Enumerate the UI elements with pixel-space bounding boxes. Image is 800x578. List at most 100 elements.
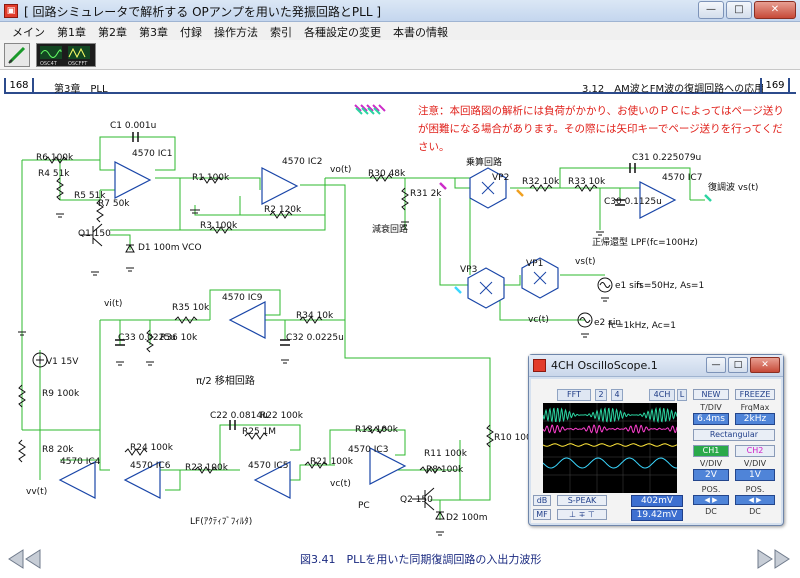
label-vco: VCO — [182, 243, 202, 253]
channel-select-2[interactable]: 2 — [595, 389, 607, 401]
label-d2: D2 100m — [446, 513, 487, 523]
window-title: [ 回路シミュレータで解析する OPアンプを用いた発振回路とPLL ] — [24, 5, 382, 19]
menu-howto[interactable]: 操作方法 — [214, 26, 258, 39]
menu-chapter3[interactable]: 第3章 — [139, 26, 168, 39]
oscilloscope-title-bar[interactable]: 4CH OscilloScope.1 — □ ✕ — [529, 355, 783, 377]
menu-main[interactable]: メイン — [12, 26, 45, 39]
next-page-button[interactable] — [754, 548, 792, 570]
label-ic2: 4570 IC2 — [282, 157, 322, 167]
label-ic3: 4570 IC3 — [348, 445, 388, 455]
frqmax-value[interactable]: 2kHz — [735, 413, 775, 425]
title-bar: ▣ [ 回路シミュレータで解析する OPアンプを用いた発振回路とPLL ] — … — [0, 0, 800, 22]
label-vs: vs(t) — [575, 257, 596, 267]
freeze-button[interactable]: FREEZE — [735, 389, 775, 400]
menu-chapter2[interactable]: 第2章 — [98, 26, 127, 39]
label-ic4: 4570 IC4 — [60, 457, 101, 467]
label-r34: R34 10k — [296, 311, 334, 321]
label-r8b: R8 100k — [426, 465, 464, 475]
label-vc-lower: vc(t) — [330, 479, 351, 489]
minimize-button[interactable]: — — [698, 1, 724, 19]
component-labels: C1 0.001u R6 100k R4 51k R5 51k R7 50k 4… — [26, 121, 758, 527]
label-ic5: 4570 IC5 — [248, 461, 288, 471]
label-e1: e1 sin — [615, 281, 642, 291]
oscilloscope-title: 4CH OscilloScope.1 — [551, 359, 658, 372]
oscilloscope-tool-button[interactable]: OSC4T OSCFFT — [36, 43, 96, 67]
ch1-button[interactable]: CH1 — [693, 445, 729, 457]
fft-tab[interactable]: FFT — [557, 389, 591, 401]
vdiv2-value[interactable]: 1V — [735, 469, 775, 481]
osc-maximize-button[interactable]: □ — [728, 357, 748, 373]
label-r31: R31 2k — [410, 189, 442, 199]
dc1-label[interactable]: DC — [705, 507, 717, 516]
waveform-display — [542, 403, 678, 493]
label-r35: R35 10k — [172, 303, 210, 313]
oscilloscope-window: 4CH OscilloScope.1 — □ ✕ FFT 2 4 4CH L — [528, 354, 784, 526]
maximize-button[interactable]: □ — [726, 1, 752, 19]
close-button[interactable]: ✕ — [754, 1, 796, 19]
dc2-label[interactable]: DC — [749, 507, 761, 516]
menu-about[interactable]: 本書の情報 — [393, 26, 448, 39]
probe-tool-button[interactable] — [4, 43, 30, 67]
pos2-stepper[interactable]: ◀ ▶ — [735, 495, 775, 505]
label-pc: PC — [358, 501, 370, 511]
menu-settings[interactable]: 各種設定の変更 — [304, 26, 381, 39]
label-r3: R3 100k — [200, 221, 238, 231]
menu-bar: メイン 第1章 第2章 第3章 付録 操作方法 索引 各種設定の変更 本書の情報 — [0, 22, 800, 40]
label-vv: vv(t) — [26, 487, 47, 497]
prev-page-button[interactable] — [6, 548, 44, 570]
tdiv-value[interactable]: 6.4ms — [693, 413, 729, 425]
label-r22: R22 100k — [260, 411, 304, 421]
channel-select-4[interactable]: 4 — [611, 389, 623, 401]
opamp-ic5 — [253, 461, 291, 499]
label-r36: R36 10k — [160, 333, 198, 343]
pos1-stepper[interactable]: ◀ ▶ — [693, 495, 729, 505]
app-icon: ▣ — [4, 4, 18, 18]
label-r13: R13 100k — [355, 425, 399, 435]
multipliers — [467, 167, 559, 309]
label-r6: R6 100k — [36, 153, 74, 163]
menu-chapter1[interactable]: 第1章 — [57, 26, 86, 39]
new-button[interactable]: NEW — [693, 389, 729, 400]
vdiv1-value[interactable]: 2V — [693, 469, 729, 481]
label-vi: vi(t) — [104, 299, 122, 309]
waveform-ch3 — [542, 443, 678, 447]
label-r10: R10 100k — [494, 433, 538, 443]
vdiv1-label: V/DIV — [699, 459, 723, 468]
figure-caption: 図3.41 PLLを用いた同期復調回路の入出力波形 — [300, 553, 542, 566]
label-vc: vc(t) — [528, 315, 549, 325]
resistors — [18, 156, 598, 474]
frqmax-label: FrqMax — [740, 403, 770, 412]
mode-4ch-tab[interactable]: 4CH — [649, 389, 675, 401]
opamp-ic2 — [261, 167, 299, 205]
readout-1: 402mV — [631, 495, 683, 507]
menu-appendix[interactable]: 付録 — [180, 26, 202, 39]
label-c1: C1 0.001u — [110, 121, 156, 131]
osc-close-button[interactable]: ✕ — [750, 357, 780, 373]
db-button[interactable]: dB — [533, 495, 551, 506]
mf-button[interactable]: MF — [533, 509, 551, 520]
svg-text:OSC4T: OSC4T — [40, 61, 58, 66]
label-r25: R25 1M — [242, 427, 276, 437]
label-r23: R23 100k — [185, 463, 229, 473]
multiplier-marks — [479, 181, 547, 295]
grounds — [18, 209, 609, 536]
toolbar: OSC4T OSCFFT — [0, 40, 800, 70]
l-tab[interactable]: L — [677, 389, 687, 401]
page-number-right: 169 — [760, 78, 790, 94]
window-rectangular-button[interactable]: Rectangular — [693, 429, 775, 441]
label-c31: C31 0.225079u — [632, 153, 701, 163]
trigger-buttons[interactable]: ⊥ ∓ ⊤ — [557, 509, 607, 520]
label-q1: Q1 150 — [78, 229, 111, 239]
opamp-ic1 — [114, 161, 152, 199]
osc-minimize-button[interactable]: — — [706, 357, 726, 373]
label-phase-shifter: π/2 移相回路 — [196, 374, 255, 387]
vdiv2-label: V/DIV — [743, 459, 767, 468]
speak-button[interactable]: S-PEAK — [557, 495, 607, 506]
ch2-button[interactable]: CH2 — [735, 445, 775, 457]
window-controls: — □ ✕ — [698, 1, 796, 19]
double-right-arrow-icon — [757, 549, 790, 569]
oscilloscope-window-controls: — □ ✕ — [706, 357, 780, 373]
label-c30: C30 0.1125u — [604, 197, 662, 207]
menu-index[interactable]: 索引 — [270, 26, 292, 39]
